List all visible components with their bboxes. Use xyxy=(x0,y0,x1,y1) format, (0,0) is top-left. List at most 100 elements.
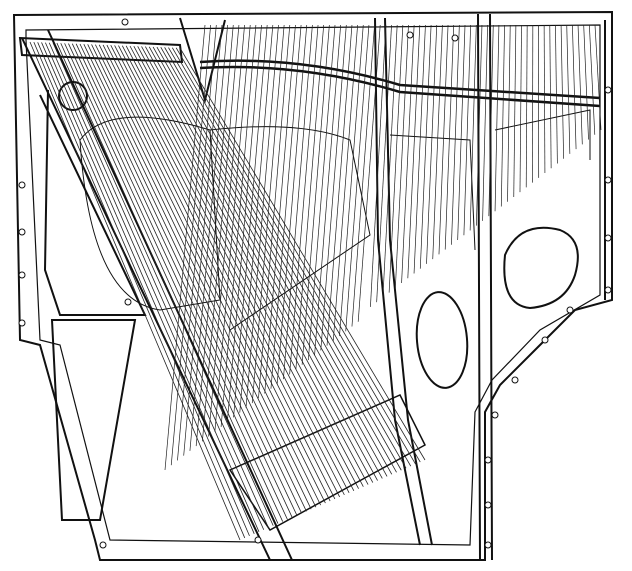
treble-string xyxy=(239,24,274,413)
treble-string xyxy=(426,24,438,264)
bass-string xyxy=(125,45,359,489)
bolt-icon xyxy=(566,306,574,314)
bass-string xyxy=(83,43,307,512)
treble-string xyxy=(583,24,589,140)
treble-string xyxy=(183,24,223,456)
treble-string xyxy=(357,24,381,322)
bass-string xyxy=(141,46,378,481)
treble-string xyxy=(376,24,392,303)
bass-string xyxy=(148,46,388,477)
bass-string xyxy=(133,45,369,485)
treble-string xyxy=(457,24,466,241)
treble-string xyxy=(382,24,398,298)
frame-outline xyxy=(12,10,613,561)
bolt-icon xyxy=(254,536,262,544)
treble-string xyxy=(208,24,245,437)
treble-string xyxy=(519,24,522,193)
frame-hole xyxy=(503,226,579,310)
treble-string xyxy=(549,24,552,169)
treble-string xyxy=(432,24,443,260)
bass-string xyxy=(168,47,412,467)
bolt-icon xyxy=(18,228,26,236)
bass-string xyxy=(71,43,293,518)
bass-string xyxy=(87,44,312,510)
bolt-icon xyxy=(511,376,519,384)
bass-string xyxy=(56,42,274,526)
treble-string xyxy=(370,24,387,307)
treble-string xyxy=(513,24,517,197)
treble-string xyxy=(469,24,477,231)
bass-string xyxy=(114,45,345,496)
treble-string xyxy=(507,24,511,202)
bass-string xyxy=(102,44,331,502)
frame-bolts xyxy=(18,18,612,549)
bolt-icon xyxy=(604,234,612,242)
bass-string xyxy=(152,46,393,475)
treble-string xyxy=(482,24,488,221)
treble-string xyxy=(555,24,558,164)
treble-string xyxy=(577,24,583,145)
treble-string xyxy=(494,24,500,212)
treble-string xyxy=(488,24,494,217)
bass-string xyxy=(129,45,364,487)
treble-string xyxy=(226,24,262,423)
bass-string xyxy=(137,46,374,483)
bolt-icon xyxy=(484,456,492,464)
treble-string xyxy=(463,24,472,236)
treble-string xyxy=(388,24,404,293)
treble-string xyxy=(332,24,358,341)
bolt-icon xyxy=(484,541,492,549)
treble-string xyxy=(301,24,330,365)
treble-string xyxy=(451,24,460,245)
treble-string xyxy=(572,24,577,150)
treble-string xyxy=(419,24,432,269)
treble-string xyxy=(258,24,291,399)
treble-string xyxy=(543,24,546,174)
treble-string xyxy=(289,24,319,375)
bass-string xyxy=(29,41,241,541)
frame-hole xyxy=(415,291,469,389)
treble-string xyxy=(220,24,257,427)
bolt-icon xyxy=(99,541,107,549)
bass-string xyxy=(64,43,284,522)
bolt-icon xyxy=(484,501,492,509)
bass-string xyxy=(179,47,426,461)
bolt-icon xyxy=(121,18,129,26)
treble-string xyxy=(295,24,325,370)
bolt-icon xyxy=(604,176,612,184)
bass-string xyxy=(45,42,260,532)
bass-string xyxy=(106,44,336,500)
treble-string xyxy=(307,24,336,361)
treble-string xyxy=(276,24,308,384)
bolt-icon xyxy=(406,31,414,39)
treble-string xyxy=(202,24,240,442)
bass-string xyxy=(52,42,269,528)
bolt-icon xyxy=(18,319,26,327)
treble-string xyxy=(588,24,596,135)
treble-string xyxy=(407,24,421,279)
bolt-icon xyxy=(604,286,612,294)
bass-string xyxy=(121,45,355,491)
bolt-icon xyxy=(491,411,499,419)
bass-string xyxy=(68,43,288,520)
treble-string xyxy=(476,24,483,226)
bass-string xyxy=(98,44,326,504)
bass-string xyxy=(95,44,322,506)
bass-string xyxy=(41,42,255,535)
treble-string xyxy=(438,24,449,255)
treble-string xyxy=(251,24,285,404)
treble-string xyxy=(270,24,302,389)
treble-string xyxy=(345,24,370,332)
treble-string xyxy=(195,24,234,447)
treble-string xyxy=(326,24,353,346)
treble-string xyxy=(264,24,296,394)
bass-string xyxy=(156,46,397,473)
treble-string xyxy=(401,24,415,284)
treble-string xyxy=(314,24,342,356)
treble-string xyxy=(245,24,279,408)
bass-string xyxy=(60,43,279,524)
treble-string xyxy=(394,24,409,288)
treble-string xyxy=(566,24,571,154)
treble-string xyxy=(594,24,602,131)
bolt-icon xyxy=(124,298,132,306)
